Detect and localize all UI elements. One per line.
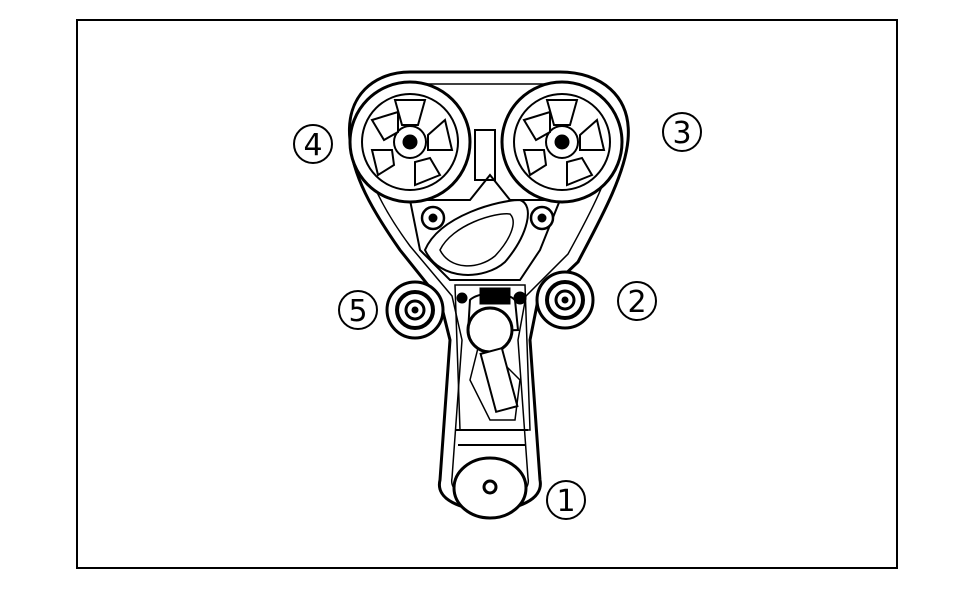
camshaft-sprocket-left bbox=[348, 80, 472, 204]
engine-housing bbox=[408, 129, 562, 446]
callout-4-label: 4 bbox=[303, 128, 322, 163]
callout-5: 5 bbox=[338, 290, 378, 330]
camshaft-sprocket-right bbox=[500, 80, 624, 204]
callout-3: 3 bbox=[662, 112, 702, 152]
idler-pulley bbox=[385, 280, 445, 340]
callout-3-label: 3 bbox=[672, 116, 691, 151]
callout-1-label: 1 bbox=[556, 484, 575, 519]
callout-2: 2 bbox=[617, 281, 657, 321]
housing-bosses bbox=[420, 205, 555, 231]
callout-2-label: 2 bbox=[627, 285, 646, 320]
crankshaft-sprocket bbox=[452, 456, 528, 520]
callout-1: 1 bbox=[546, 480, 586, 520]
callout-5-label: 5 bbox=[348, 294, 367, 329]
tensioner-mechanism bbox=[456, 287, 527, 414]
timing-belt bbox=[347, 70, 630, 512]
tensioner-pulley bbox=[535, 270, 595, 330]
callout-4: 4 bbox=[293, 124, 333, 164]
